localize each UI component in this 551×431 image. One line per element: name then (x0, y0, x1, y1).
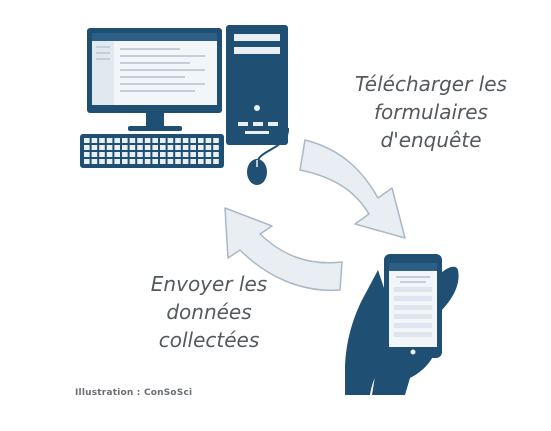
keyboard-key (144, 145, 151, 150)
keyboard-key (122, 159, 128, 164)
keyboard-key (114, 152, 120, 157)
send-data-line-1: Envoyer les (150, 272, 268, 296)
keyboard-key (106, 145, 113, 150)
keyboard-key (84, 145, 90, 150)
keyboard-key (175, 152, 181, 157)
keyboard-key (213, 138, 219, 143)
keyboard-key (198, 145, 204, 150)
keyboard-key (114, 159, 120, 164)
keyboard-key (152, 145, 158, 150)
keyboard-key (213, 152, 219, 157)
keyboard-key (175, 159, 181, 164)
mouse-icon (247, 127, 290, 185)
keyboard-key (190, 152, 196, 157)
keyboard-key (205, 145, 212, 150)
keyboard-key (137, 159, 143, 164)
keyboard-key (160, 145, 166, 150)
keyboard-key (152, 152, 158, 157)
keyboard-key (198, 159, 204, 164)
keyboard-key (84, 138, 90, 143)
keyboard-key (175, 138, 181, 143)
keyboard-key (167, 138, 174, 143)
keyboard-key (182, 152, 189, 157)
keyboard-key (175, 145, 181, 150)
keyboard-key (167, 145, 174, 150)
send-data-line-2: données (166, 300, 252, 324)
keyboard-key (122, 138, 128, 143)
keyboard-key (99, 138, 105, 143)
keyboard-key (137, 145, 143, 150)
keyboard-key (160, 152, 166, 157)
send-data-label: Envoyer les données collectées (134, 270, 284, 354)
keyboard-key (129, 159, 136, 164)
keyboard-key (190, 145, 196, 150)
download-forms-label: Télécharger les formulaires d'enquête (336, 70, 526, 154)
keyboard-key (129, 152, 136, 157)
keyboard-key (152, 138, 158, 143)
keyboard-key (190, 159, 196, 164)
keyboard-key (84, 159, 90, 164)
keyboard-key (198, 152, 204, 157)
keyboard-key (205, 152, 212, 157)
keyboard-key (129, 138, 136, 143)
keyboard-key (205, 138, 212, 143)
download-forms-line-2: formulaires (374, 100, 488, 124)
keyboard-key (137, 152, 143, 157)
keyboard-key (144, 138, 151, 143)
keyboard-key (91, 145, 98, 150)
keyboard-key (106, 138, 113, 143)
keyboard-key (122, 145, 128, 150)
keyboard-key (182, 138, 189, 143)
keyboard-key (129, 145, 136, 150)
keyboard-key (144, 159, 151, 164)
keyboard-key (213, 145, 219, 150)
keyboard-key (167, 152, 174, 157)
keyboard-key (106, 152, 113, 157)
keyboard-key (213, 159, 219, 164)
keyboard-key (137, 138, 143, 143)
keyboard-key (99, 145, 105, 150)
curved-arrow-icon (224, 207, 343, 292)
keyboard-key (182, 145, 189, 150)
computer-tower-icon (226, 25, 288, 145)
keyboard-icon (80, 134, 224, 168)
keyboard-key (114, 138, 120, 143)
desktop-monitor-icon (87, 28, 222, 131)
download-forms-line-3: d'enquête (380, 128, 482, 152)
keyboard-key (160, 138, 166, 143)
curved-arrow-icon (299, 139, 406, 239)
illustration-credit: Illustration : ConSoSci (75, 388, 193, 398)
keyboard-key (160, 159, 166, 164)
keyboard-key (99, 159, 105, 164)
keyboard-key (91, 138, 98, 143)
send-data-line-3: collectées (158, 328, 260, 352)
keyboard-key (106, 159, 113, 164)
download-forms-line-1: Télécharger les (355, 72, 507, 96)
keyboard-key (144, 152, 151, 157)
keyboard-key (114, 145, 120, 150)
keyboard-key (91, 152, 98, 157)
keyboard-key (91, 159, 98, 164)
keyboard-key (198, 138, 204, 143)
keyboard-key (205, 159, 212, 164)
keyboard-key (122, 152, 128, 157)
keyboard-key (152, 159, 158, 164)
smartphone-icon (384, 254, 442, 358)
keyboard-key (99, 152, 105, 157)
keyboard-key (190, 138, 196, 143)
keyboard-key (84, 152, 90, 157)
keyboard-key (182, 159, 189, 164)
keyboard-key (167, 159, 174, 164)
